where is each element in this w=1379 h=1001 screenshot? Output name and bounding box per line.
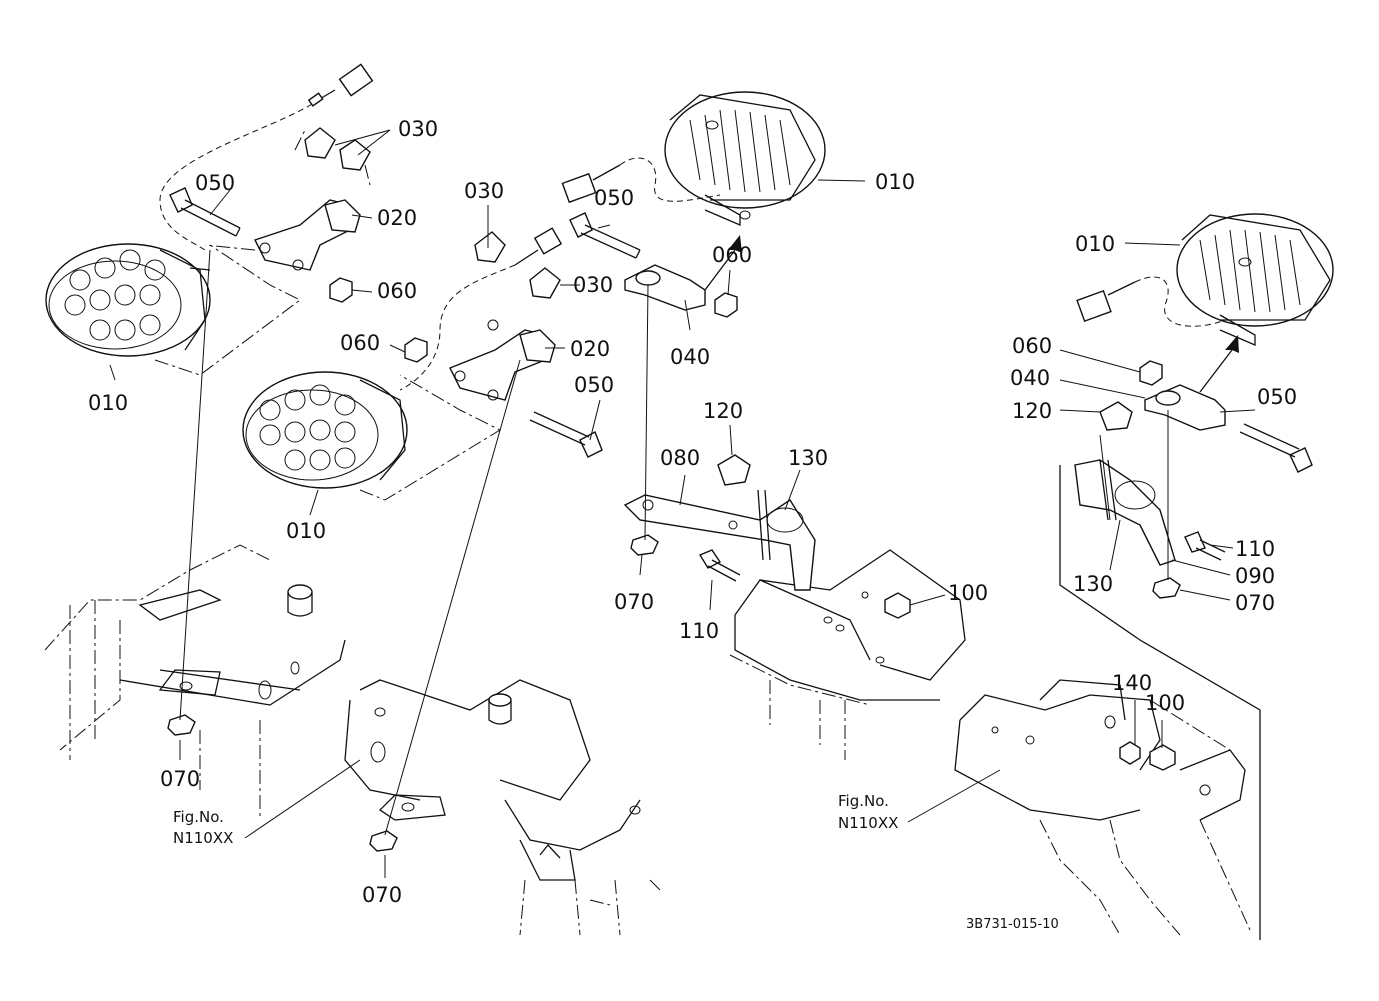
label-030: 030 [398,117,438,141]
label-010: 010 [88,391,128,415]
label-120: 120 [1012,399,1052,423]
label-090: 090 [1235,564,1275,588]
label-110: 110 [679,619,719,643]
label-080: 080 [660,446,700,470]
fasteners [167,531,1226,852]
label-020: 020 [570,337,610,361]
bracket-040-right [1144,335,1239,431]
label-040: 040 [670,345,710,369]
bracket-020-upper [204,199,361,271]
label-050: 050 [574,373,614,397]
label-130: 130 [1073,572,1113,596]
label-100: 100 [948,581,988,605]
clips-030 [294,127,561,299]
label-120: 120 [703,399,743,423]
leader-lines [109,129,1256,878]
right-frame [729,549,1251,936]
fig-ref-left-line2: N110XX [173,829,233,847]
label-010: 010 [286,519,326,543]
label-030: 030 [573,273,613,297]
label-100: 100 [1145,691,1185,715]
work-lamp-right [1176,213,1334,346]
label-070: 070 [614,590,654,614]
work-lamp-rear-top [664,91,826,226]
label-070: 070 [1235,591,1275,615]
label-010: 010 [875,170,915,194]
label-070: 070 [362,883,402,907]
wiring [159,63,1226,391]
label-060: 060 [340,331,380,355]
label-130: 130 [788,446,828,470]
label-050: 050 [1257,385,1297,409]
label-020: 020 [377,206,417,230]
bracket-040-upper [624,235,742,311]
work-lamp-left-front [45,243,301,376]
label-140: 140 [1112,671,1152,695]
alignment-lines [179,249,1169,836]
figure-reference-right: Fig.No. N110XX [838,792,898,832]
bracket-090 [1059,401,1261,940]
label-110: 110 [1235,537,1275,561]
label-070: 070 [160,767,200,791]
label-060: 060 [377,279,417,303]
left-frame [44,544,661,936]
bracket-080 [623,454,816,591]
fig-ref-right-line2: N110XX [838,814,898,832]
part-labels: 030 050 020 060 010 030 050 030 060 020 … [88,117,1297,907]
fig-ref-left-line1: Fig.No. [173,808,224,826]
fig-ref-right-line1: Fig.No. [838,792,889,810]
label-050: 050 [594,186,634,210]
figure-reference-left: Fig.No. N110XX [173,808,233,847]
bolts-050 [169,187,1313,473]
label-040: 040 [1010,366,1050,390]
drawing-code: 3B731-015-10 [966,917,1059,932]
label-060: 060 [1012,334,1052,358]
label-050: 050 [195,171,235,195]
bracket-020-lower [449,319,556,401]
label-010: 010 [1075,232,1115,256]
label-030: 030 [464,179,504,203]
work-lamp-center [242,371,502,501]
label-060: 060 [712,243,752,267]
nuts-060 [329,277,1163,386]
